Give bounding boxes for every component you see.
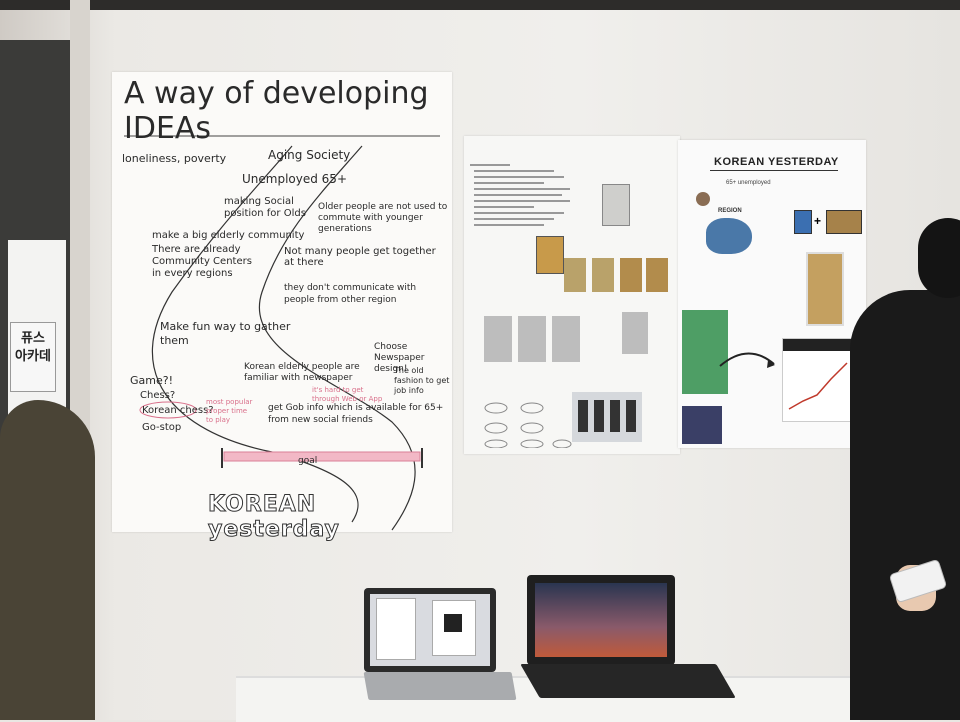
plus-sign: +	[814, 214, 822, 228]
wireframe-2	[518, 316, 546, 362]
note-game: Game?!	[130, 374, 173, 387]
note-aging-society: Aging Society	[268, 148, 351, 162]
person-right-head	[918, 218, 960, 298]
note-dont-communicate: they don't communicate with people from …	[284, 283, 417, 305]
note-familiar-newspaper: Korean elderly people are familiar with …	[244, 362, 360, 383]
app-screen-2	[592, 258, 614, 292]
tablet-icon	[794, 210, 812, 234]
poster-title: A way of developing IDEAs	[124, 76, 429, 146]
city-photo	[682, 406, 722, 444]
korean-chess-circle	[139, 401, 197, 419]
city-wallpaper	[535, 583, 667, 657]
laptop-right-screen	[527, 575, 675, 665]
laptop-right-keyboard	[520, 664, 736, 698]
korean-yesterday-logo: KOREAN yesterday	[208, 492, 340, 543]
line-chart-image	[782, 338, 858, 422]
poster-text-block	[470, 162, 576, 232]
road-line-left	[151, 145, 359, 523]
wireframe-3	[552, 316, 580, 362]
note-community-centers: There are already Community Centers in e…	[152, 244, 252, 279]
wireframe-4	[622, 312, 648, 354]
person-right	[850, 290, 960, 720]
wireframe-1	[484, 316, 512, 362]
person-left	[0, 400, 95, 720]
goal-bar	[223, 451, 421, 462]
korean-yesterday-title: KOREAN YESTERDAY	[714, 156, 839, 168]
note-korean-chess: Korean chess?	[142, 405, 214, 416]
app-mockup-small	[602, 184, 630, 226]
note-social-position: making Social position for Olds	[224, 196, 306, 219]
goal-label: goal	[298, 456, 318, 466]
note-loneliness: loneliness, poverty	[122, 152, 227, 165]
note-newspaper-design: Choose Newspaper design!	[374, 342, 425, 374]
region-map	[706, 218, 752, 254]
note-job-info: get Gob info which is available for 65+ …	[268, 403, 444, 425]
region-label: REGION	[718, 208, 742, 214]
flow-diagram	[484, 402, 572, 448]
road-line-right	[259, 145, 416, 531]
note-older-people: Older people are not used to commute wit…	[318, 202, 448, 234]
note-old-fashion: The old fashion to get job info	[394, 366, 450, 395]
idea-poster: A way of developing IDEAs loneliness, po…	[112, 72, 452, 543]
note-most-popular: most popular proper time to play	[206, 398, 253, 424]
board-icon	[826, 210, 862, 234]
note-unemployed: Unemployed 65+	[242, 172, 347, 186]
door-sign: 퓨스 아카데	[10, 322, 56, 392]
laptop-left-screen	[364, 588, 496, 672]
ceiling	[0, 0, 960, 10]
kiosk-photo	[572, 392, 642, 442]
laptop-left-keyboard	[363, 672, 517, 700]
note-hard-web: it's hard to get through Web or App	[312, 386, 383, 403]
note-chess: Chess?	[140, 390, 176, 401]
note-go-stop: Go-stop	[142, 422, 182, 433]
app-phone-mockup	[806, 252, 844, 326]
bar-chart-image	[682, 310, 728, 394]
note-big-community: make a big elderly community	[152, 230, 305, 241]
arrow-icon	[719, 352, 775, 368]
korean-yesterday-poster: KOREAN YESTERDAY 65+ unemployed REGION +	[678, 140, 866, 448]
app-screen-3	[620, 258, 642, 292]
note-not-many-people: Not many people get together at there	[284, 246, 436, 268]
poster-drawing	[124, 135, 440, 531]
board-image-1	[536, 236, 564, 274]
target-label: 65+ unemployed	[726, 180, 771, 186]
app-screen-4	[646, 258, 668, 292]
program-poster	[464, 136, 680, 454]
app-screen-1	[564, 258, 586, 292]
target-icon	[696, 192, 710, 206]
note-fun-way: Make fun way to gather them	[160, 320, 291, 347]
